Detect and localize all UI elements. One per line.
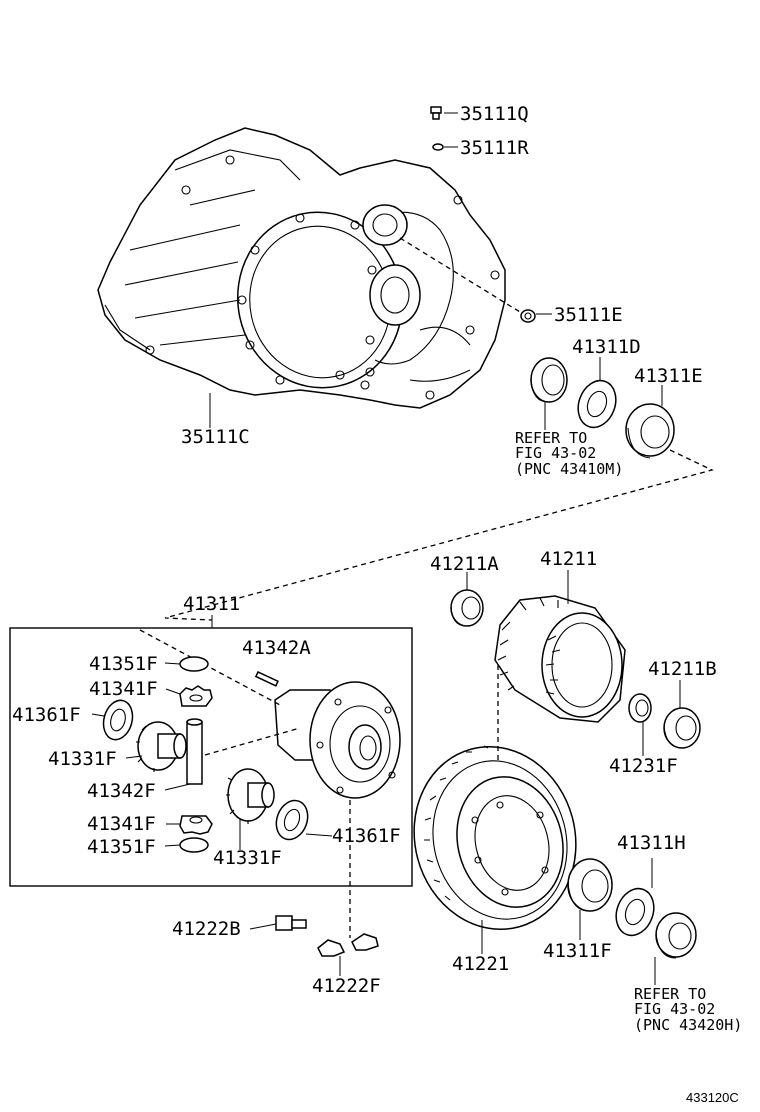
washer-41351F-top-drawing <box>179 656 209 672</box>
refer-note-bottom-line1: REFER TO <box>634 985 706 1003</box>
label-41311: 41311 <box>183 593 240 615</box>
pin-41342A-drawing <box>254 671 279 687</box>
bearing-race-41211B-drawing <box>663 707 701 749</box>
label-41311E: 41311E <box>634 365 703 387</box>
figure-code: 433120C <box>686 1090 739 1105</box>
side-gear-41331F-bottom-drawing <box>226 768 275 824</box>
label-41351F-top: 41351F <box>89 653 158 675</box>
label-35111C: 35111C <box>181 426 250 448</box>
label-41331F-bottom: 41331F <box>213 847 282 869</box>
shim-41311D-drawing <box>577 379 617 429</box>
thrust-washer-41361F-right-drawing <box>275 799 309 841</box>
side-gear-41331F-left-drawing <box>136 721 187 772</box>
label-41361F-left: 41361F <box>12 704 81 726</box>
bearing-41311F-drawing <box>567 858 613 912</box>
oring-35111E-drawing <box>520 309 536 323</box>
differential-case-drawing <box>274 681 401 799</box>
pinion-gear-41341F-bottom-drawing <box>179 815 213 835</box>
shim-41311H-drawing <box>615 887 655 937</box>
refer-note-top-line1: REFER TO <box>515 429 587 447</box>
label-41222F: 41222F <box>312 975 381 997</box>
label-41351F-bottom: 41351F <box>87 836 156 858</box>
label-41342F: 41342F <box>87 780 156 802</box>
label-35111Q: 35111Q <box>460 103 529 125</box>
thrust-washer-41361F-left-drawing <box>102 699 134 741</box>
label-41211A: 41211A <box>430 553 499 575</box>
label-35111R: 35111R <box>460 137 529 159</box>
shaft-41342F-drawing <box>186 718 203 785</box>
label-41342A: 41342A <box>242 637 311 659</box>
label-41211B: 41211B <box>648 658 717 680</box>
refer-note-top-line3: (PNC 43410M) <box>515 460 623 478</box>
bearing-41311E-drawing <box>625 403 675 459</box>
lock-plate-41222F-drawing <box>317 933 379 957</box>
refer-note-bottom-line2: FIG 43-02 <box>634 1000 715 1018</box>
refer-note-top-line2: FIG 43-02 <box>515 444 596 462</box>
label-35111E: 35111E <box>554 304 623 326</box>
bearing-41231F-drawing <box>628 693 652 723</box>
label-41311F: 41311F <box>543 940 612 962</box>
label-41341F-top: 41341F <box>89 678 158 700</box>
gear-41211-drawing <box>494 595 626 723</box>
label-41221: 41221 <box>452 953 509 975</box>
transaxle-case-drawing <box>97 127 506 409</box>
refer-note-bottom-line3: (PNC 43420H) <box>634 1016 742 1034</box>
label-41331F-left: 41331F <box>48 748 117 770</box>
plug-35111Q-drawing <box>430 106 442 120</box>
ring-gear-41221-drawing <box>413 745 577 930</box>
differential-group-box <box>9 627 413 887</box>
bearing-41211A-drawing <box>450 589 484 627</box>
label-41222B: 41222B <box>172 918 241 940</box>
bearing-race-43420H-drawing <box>655 912 697 959</box>
label-41311D: 41311D <box>572 336 641 358</box>
label-41341F-bottom: 41341F <box>87 813 156 835</box>
label-41211: 41211 <box>540 548 597 570</box>
washer-41351F-bottom-drawing <box>179 837 209 853</box>
label-41361F-right: 41361F <box>332 825 401 847</box>
bolt-41222B-drawing <box>275 915 307 931</box>
pinion-gear-41341F-top-drawing <box>179 685 213 707</box>
pin-35111R-drawing <box>432 143 444 151</box>
label-41311H: 41311H <box>617 832 686 854</box>
label-41231F: 41231F <box>609 755 678 777</box>
bearing-race-43410M-drawing <box>530 357 568 403</box>
